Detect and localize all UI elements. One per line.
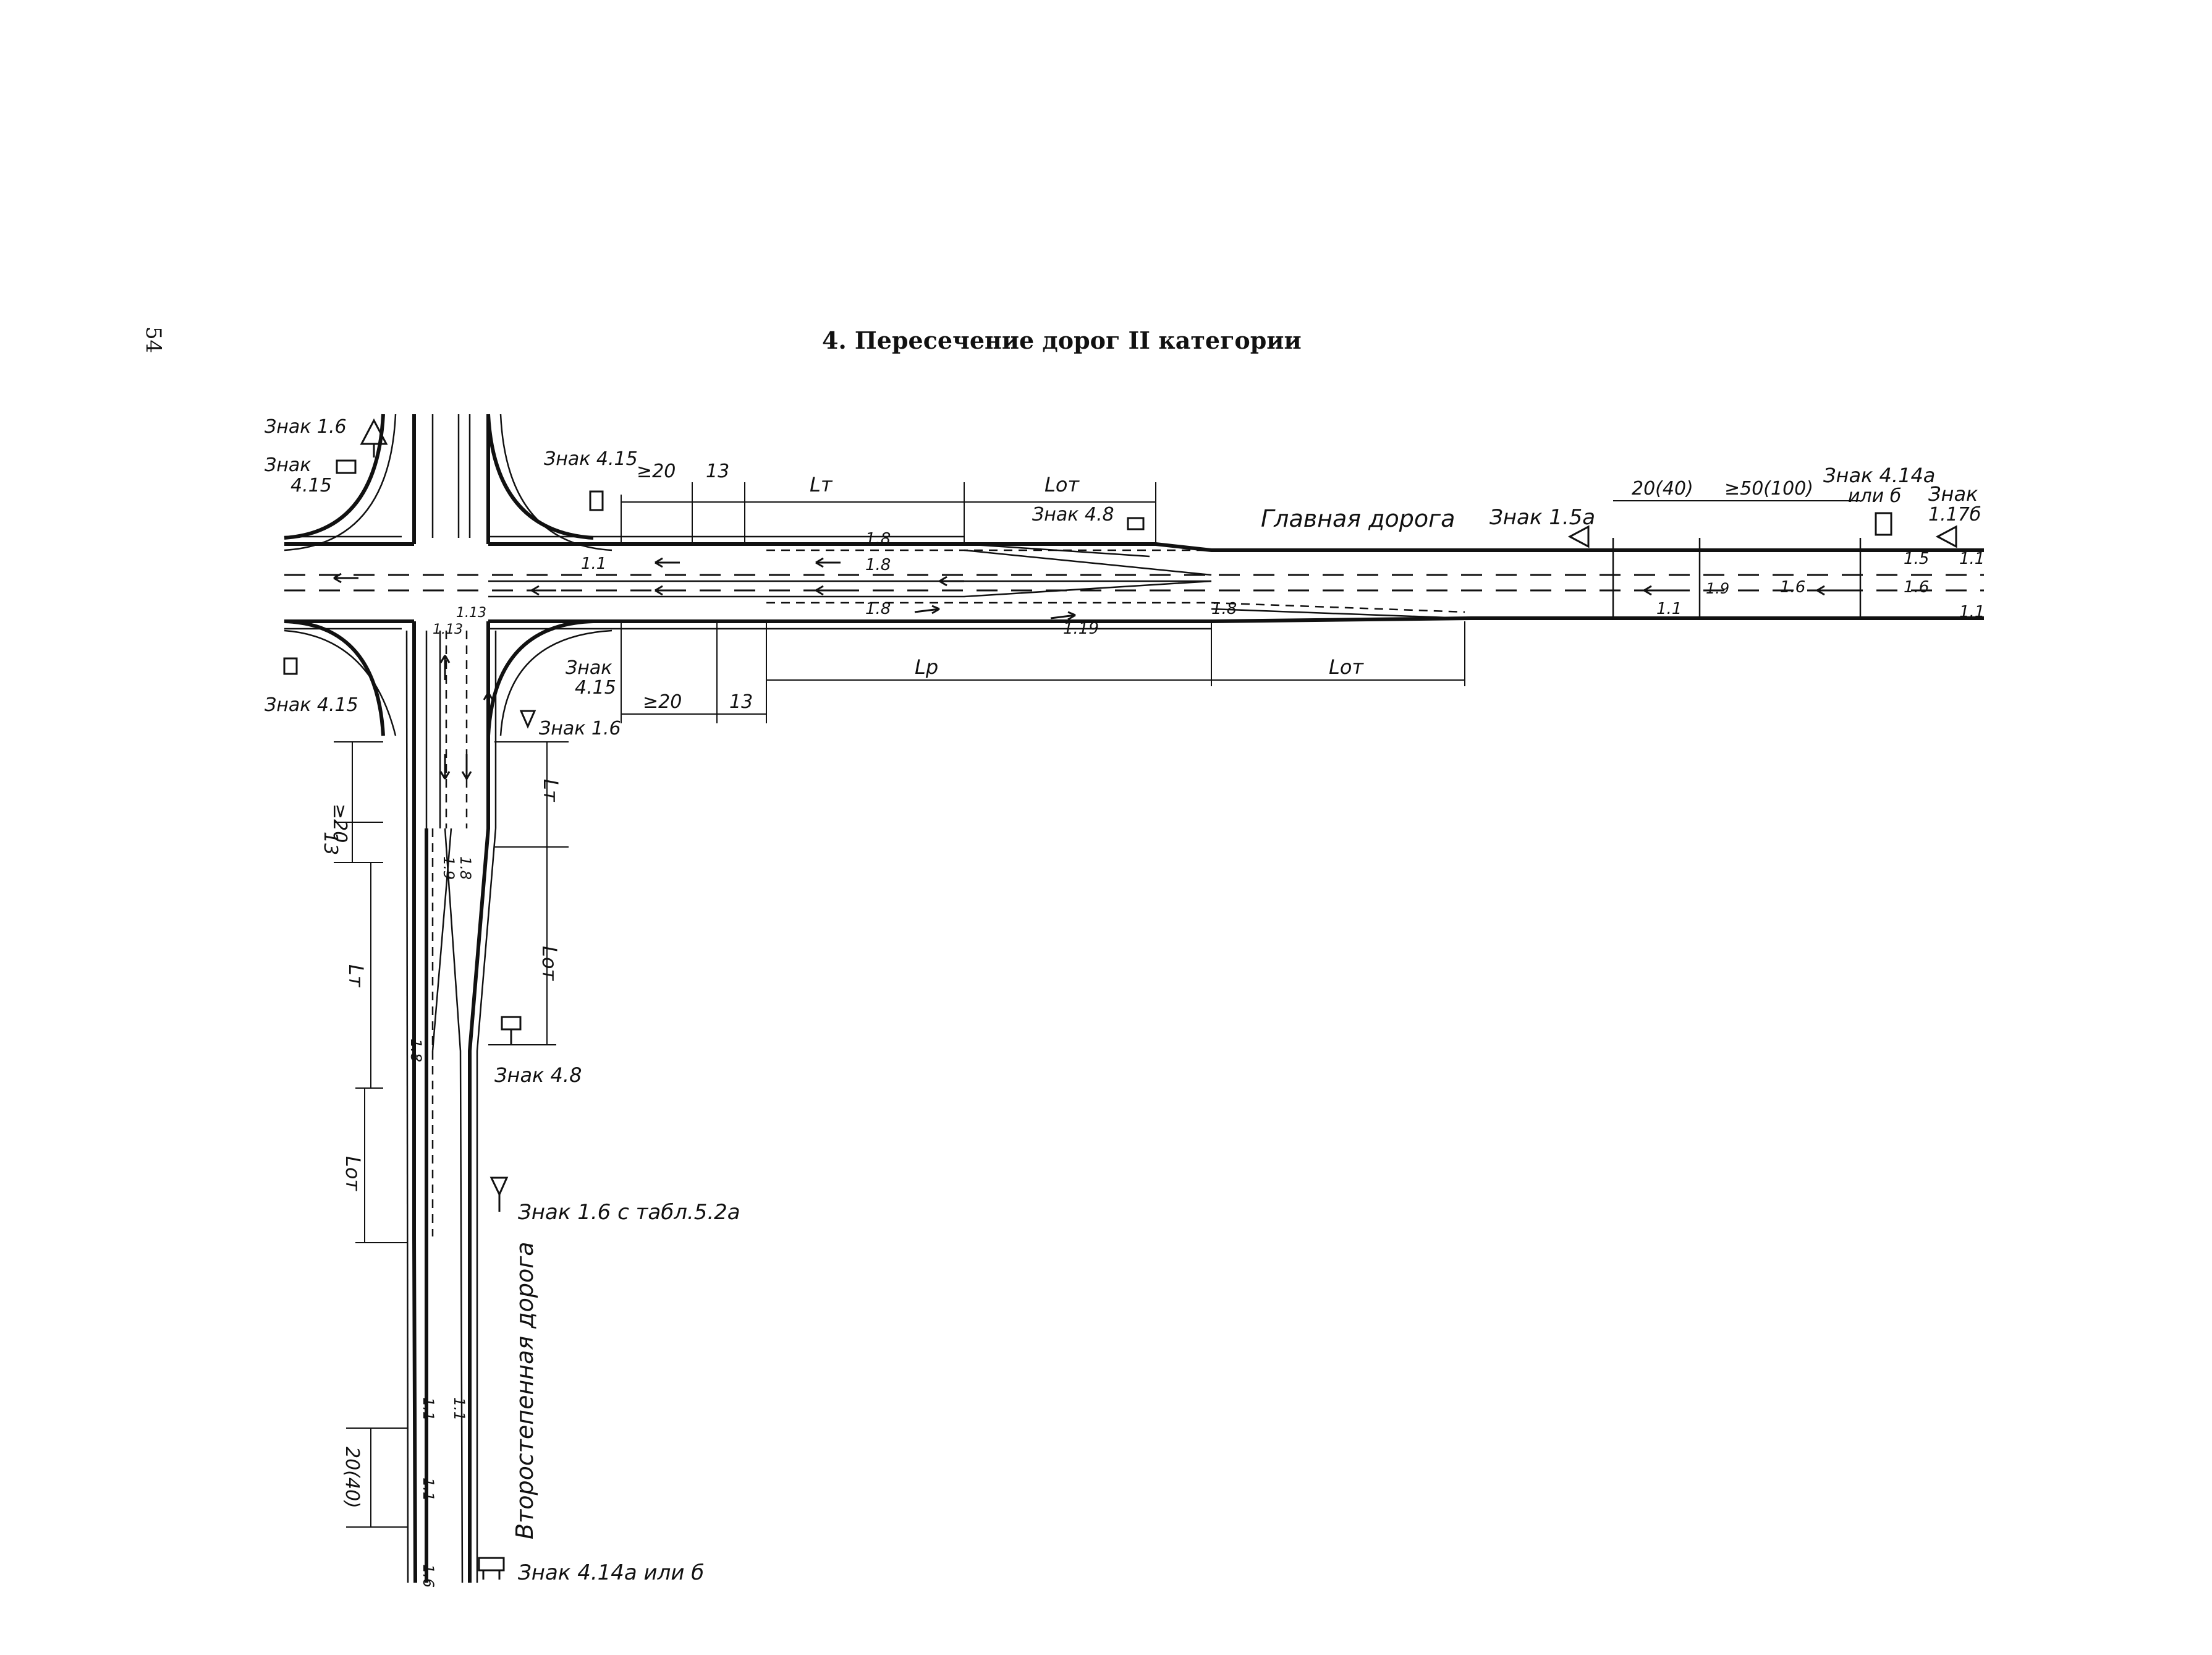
marking-label: 1.1 bbox=[1656, 600, 1682, 618]
marking-label: 1.6 bbox=[1780, 578, 1805, 597]
dim-label: Lот bbox=[1329, 655, 1364, 679]
dim-label: ≥20 bbox=[329, 804, 350, 843]
sign-label: Знак 1.6 bbox=[539, 718, 621, 739]
sign-label: Знак 4.15 bbox=[544, 448, 638, 470]
dim-label: Lр bbox=[915, 655, 938, 679]
sign-label: Знак bbox=[566, 657, 612, 679]
corner-curves bbox=[284, 414, 612, 736]
marking-label: 1.8 bbox=[457, 856, 474, 880]
dim-label: 20(40) bbox=[1632, 478, 1693, 500]
marking-label: 1.1 bbox=[1959, 603, 1985, 621]
sign-symbols bbox=[283, 418, 1957, 1580]
sign-label: Знак 4.15 bbox=[265, 694, 358, 716]
dim-label: Lот bbox=[538, 946, 561, 981]
lane-arrows bbox=[333, 557, 1842, 780]
marking-label: 1.8 bbox=[1211, 600, 1237, 618]
road-labels: Главная дорога Второстепенная дорога bbox=[511, 505, 1455, 1539]
marking-label: 1.8 bbox=[865, 556, 891, 574]
dim-label: ≥20 bbox=[637, 461, 676, 482]
sign-label: 1.17б bbox=[1928, 504, 1981, 525]
dimension-lines bbox=[334, 482, 1860, 1528]
triangle-sign-icon bbox=[489, 1176, 509, 1197]
marking-label: 1.9 bbox=[1706, 580, 1729, 597]
rect-sign-icon bbox=[336, 459, 357, 474]
marking-label: 1.1 bbox=[581, 555, 606, 573]
marking-label: 1.1 bbox=[420, 1478, 437, 1501]
sign-label: или б bbox=[1848, 485, 1901, 507]
sign-label: 4.15 bbox=[575, 677, 616, 699]
dim-label: Lт bbox=[539, 779, 562, 802]
triangle-sign-icon bbox=[1935, 525, 1957, 548]
sign-label: Знак 1.6 bbox=[265, 416, 347, 438]
marking-label: 1.9 bbox=[440, 856, 457, 880]
sign-label: Знак bbox=[265, 454, 311, 476]
marking-label: 1.13 bbox=[433, 622, 463, 637]
marking-labels: 1.8 1.1 1.8 1.8 1.19 1.8 1.1 1.9 1.6 1.5… bbox=[407, 530, 1985, 1588]
dim-label: 20(40) bbox=[341, 1447, 363, 1508]
sign-label: Знак 4.14а bbox=[1823, 464, 1935, 487]
dim-label: Lот bbox=[341, 1156, 365, 1191]
marking-label: 1.6 bbox=[1904, 578, 1929, 597]
marking-label: 1.8 bbox=[407, 1039, 425, 1062]
sign-label: Знак 4.14а или б bbox=[518, 1560, 704, 1585]
sign-labels: Знак 1.6 Знак 4.15 Знак 4.15 Знак 4.15 З… bbox=[265, 416, 1981, 1585]
dim-label: Lт bbox=[810, 473, 833, 496]
dim-label: Lт bbox=[344, 964, 368, 988]
dim-label: 13 bbox=[729, 691, 753, 713]
dimension-labels: ≥20 13 Lт Lот 20(40) ≥50(100) ≥20 13 Lр … bbox=[320, 461, 1813, 1508]
marking-label: 1.1 bbox=[451, 1397, 468, 1421]
marking-label: 1.1 bbox=[420, 1397, 437, 1421]
rect-sign-icon bbox=[1127, 517, 1145, 530]
dim-label: ≥20 bbox=[643, 691, 682, 713]
marking-label: 1.8 bbox=[865, 530, 891, 548]
main-road bbox=[284, 535, 1984, 630]
triangle-sign-icon bbox=[1567, 525, 1590, 548]
marking-label: 1.19 bbox=[1063, 619, 1099, 638]
rect-sign-icon bbox=[589, 490, 604, 511]
marking-label: 1.6 bbox=[420, 1564, 437, 1588]
marking-label: 1.1 bbox=[1959, 550, 1985, 568]
rect-sign-icon bbox=[1875, 512, 1892, 536]
rect-sign-icon bbox=[283, 657, 298, 675]
rect-sign-icon bbox=[478, 1557, 505, 1572]
marking-label: 1.13 bbox=[456, 605, 486, 621]
sign-label: Знак 4.8 bbox=[494, 1063, 582, 1087]
dim-label: 13 bbox=[706, 461, 729, 482]
secondary-road-label: Второстепенная дорога bbox=[511, 1241, 538, 1539]
sign-label: Знак 4.8 bbox=[1032, 504, 1114, 525]
rect-sign-icon bbox=[501, 1016, 522, 1031]
sign-label: Знак bbox=[1928, 482, 1978, 506]
sign-label: Знак 1.5а bbox=[1489, 505, 1595, 530]
dim-label: ≥50(100) bbox=[1724, 478, 1813, 500]
triangle-sign-icon bbox=[519, 710, 536, 729]
dim-label: Lот bbox=[1045, 473, 1080, 496]
page-title: 4. Пересечение дорог II категории bbox=[822, 326, 1302, 354]
marking-label: 1.8 bbox=[865, 600, 891, 618]
sign-label: Знак 1.6 с табл.5.2а bbox=[518, 1200, 740, 1225]
main-road-label: Главная дорога bbox=[1261, 505, 1455, 532]
sign-label: 4.15 bbox=[290, 475, 332, 496]
dim-label: 13 bbox=[320, 832, 341, 855]
marking-label: 1.5 bbox=[1904, 550, 1929, 568]
